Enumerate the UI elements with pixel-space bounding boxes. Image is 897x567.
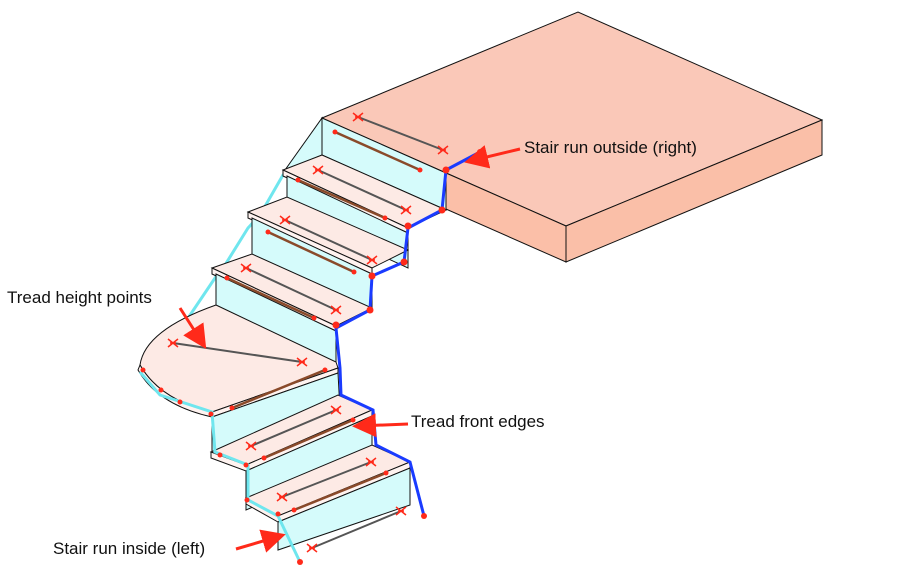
- tread-height-points: [167, 112, 449, 553]
- point-dot: [400, 258, 408, 266]
- point-dot: [332, 321, 340, 329]
- tread-front-edge: [226, 276, 315, 320]
- tread-height-line: [357, 116, 444, 151]
- callout-label-stair-run-inside: Stair run inside (left): [53, 539, 206, 558]
- tread-front-edge: [334, 130, 421, 172]
- cross-marker-icon: [276, 492, 288, 502]
- point-dot: [224, 275, 230, 281]
- callout-label-tread-height-points: Tread height points: [7, 288, 152, 307]
- point-dot: [332, 129, 338, 135]
- cross-marker-icon: [352, 112, 364, 122]
- point-dot: [404, 222, 412, 230]
- point-dot: [421, 513, 427, 519]
- callout-arrow-inside: [235, 529, 286, 553]
- cross-marker-icon: [306, 543, 318, 553]
- tread-front-edge: [293, 471, 387, 512]
- point-dot: [158, 387, 164, 393]
- point-dot: [383, 470, 389, 476]
- callout-label-tread-front-edges: Tread front edges: [411, 412, 545, 431]
- cross-marker-icon: [167, 338, 179, 348]
- run-points: [140, 129, 483, 565]
- tread-front-edge-lines: [226, 130, 421, 512]
- tread-height-line: [284, 219, 373, 261]
- point-dot: [477, 149, 483, 155]
- cross-marker-icon: [240, 263, 252, 273]
- tread-front-edge: [267, 230, 355, 274]
- callout-label-stair-run-outside: Stair run outside (right): [524, 138, 697, 157]
- point-dot: [311, 315, 317, 321]
- tread-height-line: [250, 409, 337, 447]
- point-dot: [442, 166, 450, 174]
- callout-arrow-height-points: [178, 307, 207, 350]
- cross-marker-icon: [245, 441, 257, 451]
- point-dot: [243, 462, 249, 468]
- cross-marker-icon: [330, 405, 342, 415]
- point-dot: [350, 417, 356, 423]
- callout-arrow-outside: [464, 145, 521, 169]
- cross-marker-icon: [395, 506, 407, 516]
- point-dot: [351, 269, 357, 275]
- point-dot: [265, 229, 271, 235]
- stair-run-outside-line: [334, 150, 481, 517]
- point-dot: [322, 367, 328, 373]
- point-dot: [366, 306, 374, 314]
- point-dot: [229, 405, 235, 411]
- point-dot: [368, 272, 376, 280]
- tread-front-edge: [231, 368, 326, 410]
- cross-marker-icon: [366, 255, 378, 265]
- tread-front-edge: [263, 418, 354, 460]
- tread-height-line: [317, 169, 407, 211]
- point-dot: [297, 559, 303, 565]
- point-dot: [438, 206, 446, 214]
- point-dot: [217, 452, 223, 458]
- callout-arrow-front-edges: [352, 413, 409, 438]
- cross-marker-icon: [400, 205, 412, 215]
- point-dot: [295, 177, 301, 183]
- cross-marker-icon: [312, 165, 324, 175]
- cross-marker-icon: [296, 357, 308, 367]
- point-dot: [275, 511, 281, 517]
- point-dot: [382, 215, 388, 221]
- point-dot: [177, 399, 183, 405]
- tread-height-line: [245, 267, 337, 311]
- point-dot: [244, 497, 250, 503]
- tread-front-edge: [297, 178, 386, 220]
- tread-height-line: [281, 461, 372, 498]
- cross-marker-icon: [330, 305, 342, 315]
- point-dot: [208, 411, 214, 417]
- cross-marker-icon: [437, 145, 449, 155]
- point-dot: [140, 367, 146, 373]
- cross-marker-icon: [279, 215, 291, 225]
- stair-run-inside-lower: [138, 371, 302, 563]
- point-dot: [291, 507, 297, 513]
- cross-marker-icon: [365, 457, 377, 467]
- point-dot: [417, 167, 423, 173]
- tread-height-line: [311, 510, 402, 549]
- point-dot: [261, 455, 267, 461]
